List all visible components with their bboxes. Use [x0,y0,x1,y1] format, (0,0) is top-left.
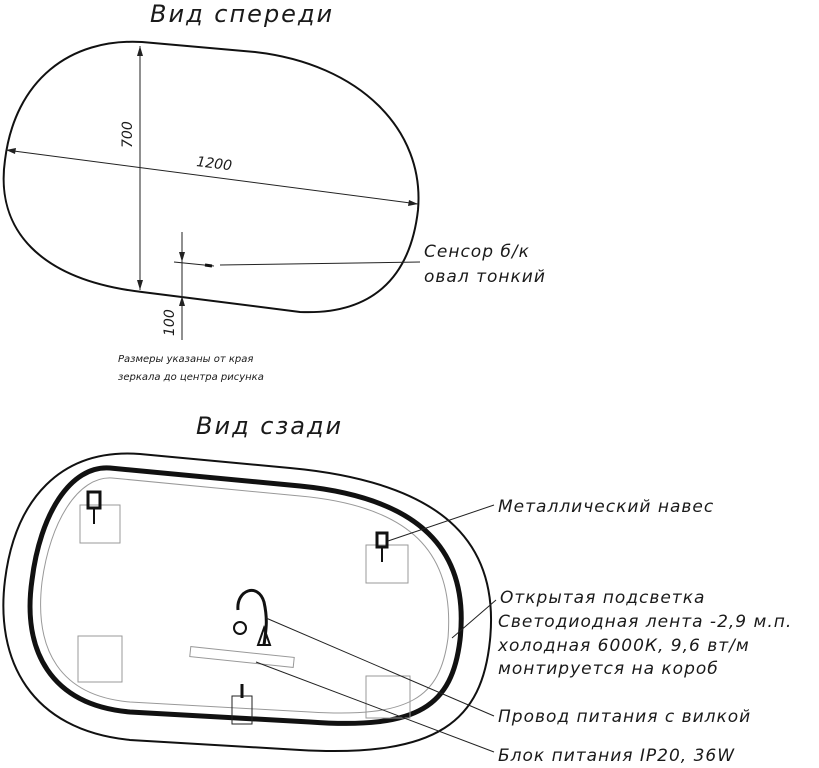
hanger-label: Металлический навес [498,497,714,517]
led-label-line1: Открытая подсветка [500,588,705,608]
front-mirror-outline [2,40,420,314]
sensor-leader-line [219,261,421,266]
width-dimension-line [5,149,419,205]
mounting-pad [77,635,123,683]
height-dimension-label: 700 [120,121,136,148]
led-label-line2: Светодиодная лента -2,9 м.п. [498,612,792,632]
arrow-icon [408,200,418,206]
cable-label: Провод питания с вилкой [498,707,751,727]
cable-tie-icon [256,624,272,646]
hanger-plate [365,544,409,584]
hanger-leader-line [387,504,495,542]
led-leader-line [451,599,497,639]
arrow-icon [137,46,143,56]
mounting-box-outline [40,477,450,714]
psu-label: Блок питания IP20, 36W [498,746,735,766]
arrow-icon [137,280,143,290]
cable-leader-line [265,617,495,717]
front-view-title: Вид спереди [150,0,334,28]
led-strip [27,465,464,726]
power-cable [236,589,268,646]
width-dimension-label: 1200 [196,154,233,174]
arrow-icon [6,148,16,154]
hanger-icon [86,490,102,510]
sensor-label-line2: овал тонкий [424,267,546,287]
cable-plug-icon [233,621,247,635]
psu-leader-line [255,661,495,753]
power-supply-unit [189,646,295,668]
arrow-icon [179,296,185,306]
offset-dimension-label: 100 [162,309,178,336]
led-label-line4: монтируется на короб [498,659,719,679]
led-label-line3: холодная 6000К, 9,6 вт/м [497,636,750,656]
sensor-mark [204,263,213,268]
arrow-icon [179,252,185,262]
back-mirror-outline [2,452,492,752]
dimension-note-line1: Размеры указаны от края [118,354,253,365]
mounting-pad [365,675,411,719]
dimension-note-line2: зеркала до центра рисунка [118,372,264,383]
sensor-label-line1: Сенсор б/к [424,242,530,262]
hanger-plate [79,504,121,544]
back-view-title: Вид сзади [196,412,343,440]
